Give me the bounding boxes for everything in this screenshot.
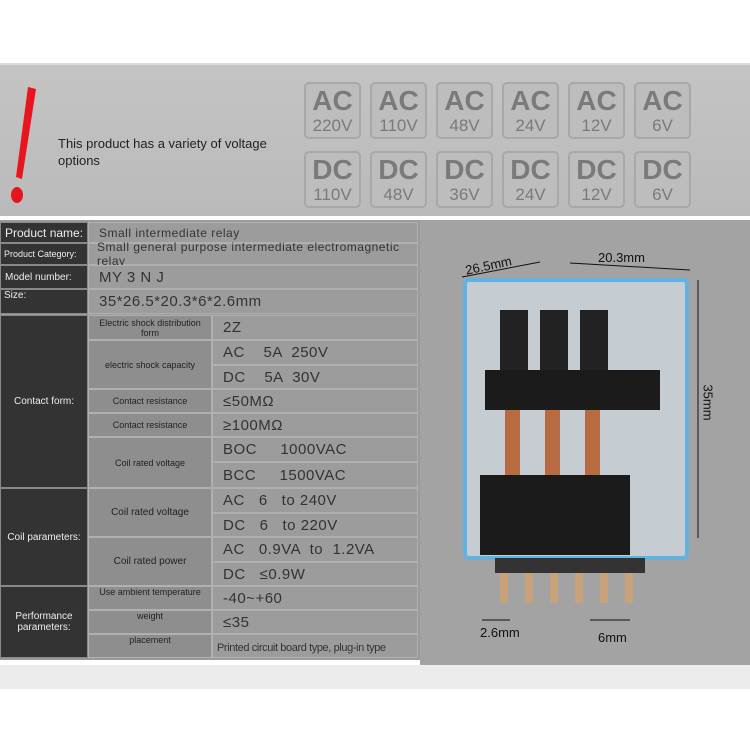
relay-illustration: [461, 261, 699, 621]
model-value: MY 3 N J: [88, 265, 418, 289]
weight-value: ≤35: [212, 610, 418, 634]
voltage-value: 24V: [515, 116, 546, 135]
dist-form-label: Electric shock distribution form: [88, 315, 212, 340]
current-type: AC: [642, 85, 683, 116]
voltage-options-banner: This product has a variety of voltage op…: [0, 63, 750, 216]
dist-form-value: 2Z: [212, 315, 418, 340]
width-dimension: 20.3mm: [598, 250, 645, 265]
voltage-value: 110V: [313, 185, 352, 204]
bottom-strip: [0, 665, 750, 689]
coil-power-ac: AC 0.9VA to 1.2VA: [212, 537, 418, 562]
voltage-value: 220V: [312, 116, 353, 135]
current-type: DC: [378, 154, 419, 185]
contact-form-label: Contact form:: [0, 315, 88, 488]
coil-power-dc: DC ≤0.9W: [212, 562, 418, 586]
voltage-value: 6V: [652, 116, 673, 135]
boc-value: BOC 1000VAC: [212, 437, 418, 462]
capacity-ac: AC 5A 250V: [212, 340, 418, 365]
voltage-value: 36V: [449, 185, 480, 204]
coil-voltage-label: Coil rated voltage: [88, 488, 212, 537]
pitch-dimension: 6mm: [598, 630, 627, 645]
insulation-resistance-value: ≥100MΩ: [212, 413, 418, 437]
contact-resistance-label: Contact resistance: [88, 389, 212, 413]
current-type: DC: [312, 154, 353, 185]
current-type: DC: [642, 154, 683, 185]
coil-voltage-dc: DC 6 to 220V: [212, 513, 418, 537]
category-value: Small general purpose intermediate elect…: [88, 240, 418, 268]
size-label: Size:: [0, 289, 88, 314]
temperature-label: Use ambient temperature: [88, 586, 212, 610]
performance-label: Performance parameters:: [0, 586, 88, 658]
product-name-label: Product name:: [0, 222, 88, 243]
exclamation-icon: [11, 87, 36, 203]
temperature-value: -40~+60: [212, 586, 418, 610]
height-dimension: 35mm: [700, 384, 716, 421]
current-type: DC: [510, 154, 551, 185]
insulation-resistance-label: Contact resistance: [88, 413, 212, 437]
coil-voltage-ac: AC 6 to 240V: [212, 488, 418, 513]
capacity-dc: DC 5A 30V: [212, 365, 418, 389]
product-name-value: Small intermediate relay: [88, 222, 418, 243]
current-type: AC: [510, 85, 551, 116]
current-type: DC: [444, 154, 485, 185]
placement-label: placement: [88, 634, 212, 658]
voltage-value: 48V: [383, 185, 414, 204]
placement-value: Printed circuit board type, plug-in type: [212, 634, 418, 658]
contact-resistance-value: ≤50MΩ: [212, 389, 418, 413]
category-label: Product Category:: [0, 243, 88, 265]
current-type: AC: [312, 85, 353, 116]
bcc-value: BCC 1500VAC: [212, 462, 418, 488]
voltage-value: 6V: [652, 185, 673, 204]
current-type: AC: [444, 85, 485, 116]
current-type: DC: [576, 154, 617, 185]
voltage-value: 12V: [581, 116, 612, 135]
weight-label: weight: [88, 610, 212, 634]
voltage-value: 12V: [581, 185, 612, 204]
spec-table: Product name: Small intermediate relay P…: [0, 220, 420, 660]
coil-params-label: Coil parameters:: [0, 488, 88, 586]
relay-dimension-panel: 26.5mm 20.3mm 35mm 2.6mm 6mm: [420, 220, 750, 665]
coil-power-label: Coil rated power: [88, 537, 212, 586]
capacity-label: electric shock capacity: [88, 340, 212, 389]
voltage-value: 48V: [449, 116, 480, 135]
current-type: AC: [378, 85, 419, 116]
voltage-value: 24V: [515, 185, 546, 204]
pin-dimension: 2.6mm: [480, 625, 520, 640]
dielectric-label: Coil rated voltage: [88, 437, 212, 488]
voltage-value: 110V: [379, 116, 418, 135]
size-value: 35*26.5*20.3*6*2.6mm: [88, 289, 418, 314]
current-type: AC: [576, 85, 617, 116]
model-label: Model number:: [0, 265, 88, 289]
voltage-note: This product has a variety of voltage op…: [58, 136, 267, 168]
